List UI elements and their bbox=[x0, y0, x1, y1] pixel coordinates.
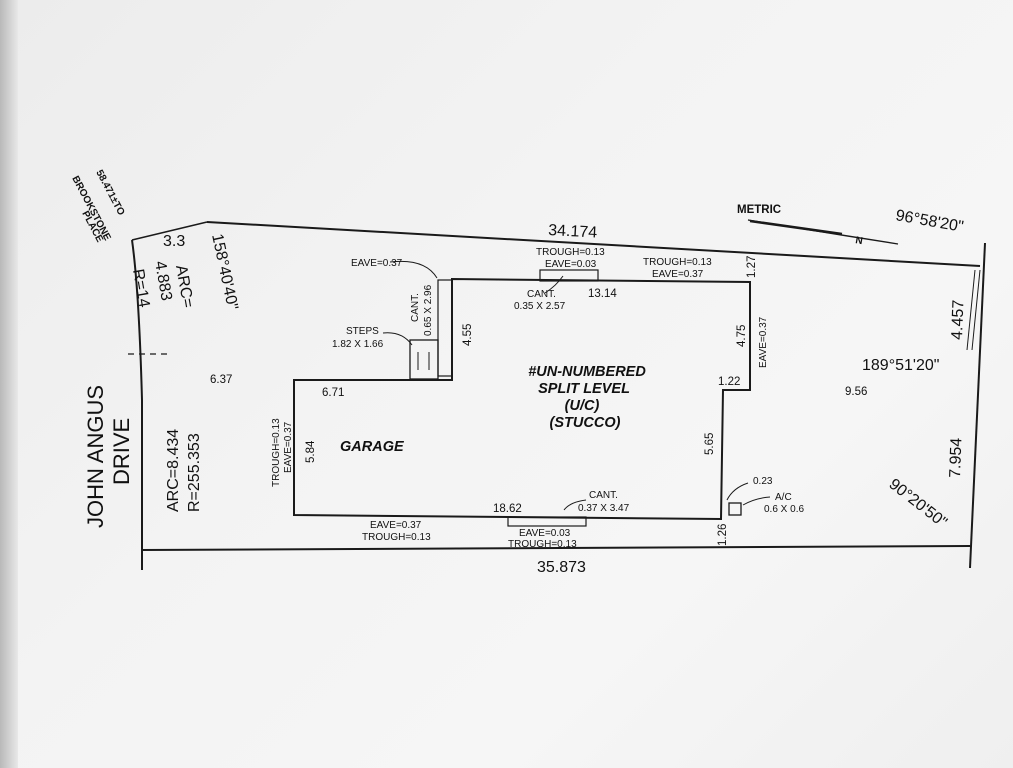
house-dim-step-top: 6.71 bbox=[322, 387, 344, 399]
right-top-dimension: 4.457 bbox=[949, 299, 967, 340]
angle-top-left: 158°40'40" bbox=[208, 232, 241, 311]
leader-cant-bottom bbox=[563, 499, 587, 511]
trough-left-note: TROUGH=0.13 bbox=[271, 418, 282, 487]
leader-steps bbox=[382, 332, 413, 346]
radius-upper: R=14 bbox=[129, 268, 152, 309]
paper-edge bbox=[0, 0, 18, 768]
ac-size: 0.6 X 0.6 bbox=[764, 504, 804, 515]
lot-line-corner-cut bbox=[131, 221, 208, 241]
house-title-line4: (STUCCO) bbox=[550, 415, 621, 431]
angle-right-mid: 189°51'20" bbox=[862, 357, 939, 374]
lot-line-road-curve bbox=[131, 239, 143, 570]
arc-upper-value: 4.883 bbox=[151, 260, 175, 302]
rear-setback-dim: 1.26 bbox=[717, 524, 729, 546]
leader-ac bbox=[742, 496, 771, 506]
cant-left-size: 0.65 X 2.96 bbox=[423, 284, 434, 336]
leader-cant-top bbox=[544, 275, 564, 294]
right-bottom-dimension: 7.954 bbox=[947, 437, 965, 478]
trough-bottom-small-note: TROUGH=0.13 bbox=[508, 539, 577, 550]
radius-lower: R=255.353 bbox=[186, 433, 203, 512]
leaders bbox=[382, 260, 771, 511]
steps-box bbox=[409, 339, 439, 380]
steps-size: 1.82 X 1.66 bbox=[332, 339, 384, 350]
cant-bottom-box bbox=[507, 516, 587, 527]
house-footprint bbox=[293, 269, 751, 527]
north-arrow: N METRIC bbox=[737, 204, 899, 247]
arc-upper-label: ARC= bbox=[172, 264, 196, 309]
eave-top-small-note: EAVE=0.03 bbox=[545, 259, 597, 270]
front-dimension: 34.174 bbox=[548, 222, 598, 242]
lot-line-right-shade bbox=[966, 269, 976, 351]
north-arrow-shaft bbox=[749, 219, 843, 236]
cant-top-box bbox=[539, 269, 599, 282]
house-outline bbox=[293, 277, 751, 521]
steps-label: STEPS bbox=[346, 326, 379, 337]
ac-label: A/C bbox=[775, 492, 792, 503]
house-title-line3: (U/C) bbox=[565, 398, 600, 414]
angle-top-right: 96°58'20" bbox=[894, 207, 964, 236]
eave-left-note: EAVE=0.37 bbox=[283, 421, 294, 473]
lot-boundary bbox=[128, 221, 986, 570]
eave-right-note: EAVE=0.37 bbox=[758, 316, 769, 368]
front-setback-dim: 1.27 bbox=[746, 256, 758, 278]
trough-top-note: TROUGH=0.13 bbox=[536, 247, 605, 258]
corner-dimension: 3.3 bbox=[163, 233, 185, 250]
north-arrow-n: N bbox=[854, 235, 863, 247]
cant-left-box bbox=[437, 279, 453, 377]
house-title-line1: #UN-NUMBERED bbox=[528, 364, 646, 380]
ac-offset-dim: 0.23 bbox=[753, 476, 773, 487]
cant-bottom-size: 0.37 X 3.47 bbox=[578, 503, 630, 514]
cant-bottom-label: CANT. bbox=[589, 490, 618, 501]
rear-dimension: 35.873 bbox=[537, 559, 586, 576]
house-title-line2: SPLIT LEVEL bbox=[538, 381, 630, 397]
house-dim-right-jog: 1.22 bbox=[718, 376, 740, 388]
lot-line-rear bbox=[141, 545, 971, 551]
trough-bottom-left-note: TROUGH=0.13 bbox=[362, 532, 431, 543]
cant-left-label: CANT. bbox=[410, 293, 421, 322]
house-dim-bottom: 18.62 bbox=[493, 503, 522, 515]
road-name-line1: JOHN ANGUS bbox=[83, 385, 108, 528]
house-dim-left: 5.84 bbox=[305, 440, 317, 463]
leader-eave-top-left bbox=[389, 260, 438, 279]
arc-lower: ARC=8.434 bbox=[165, 429, 182, 512]
garage-label: GARAGE bbox=[340, 439, 405, 455]
road-name-line2: DRIVE bbox=[109, 418, 134, 485]
house-dim-step-side: 4.55 bbox=[462, 324, 474, 346]
eave-bottom-left-note: EAVE=0.37 bbox=[370, 520, 422, 531]
angle-bottom-right: 90°20'50" bbox=[886, 476, 950, 532]
metric-label: METRIC bbox=[737, 204, 781, 216]
ac-unit-box bbox=[728, 502, 742, 516]
left-side-setback: 6.37 bbox=[210, 374, 232, 386]
house-dim-top: 13.14 bbox=[588, 288, 617, 300]
trough-top-right-note: TROUGH=0.13 bbox=[643, 257, 712, 268]
leader-ac-offset bbox=[726, 482, 749, 501]
eave-top-left-note: EAVE=0.37 bbox=[351, 258, 403, 269]
right-setback: 9.56 bbox=[845, 386, 867, 398]
lot-line-right bbox=[969, 242, 986, 569]
house-dim-right-upper: 4.75 bbox=[736, 325, 748, 347]
eave-top-right-note: EAVE=0.37 bbox=[652, 269, 704, 280]
lot-line-front bbox=[206, 221, 981, 267]
house-dim-right-lower: 5.65 bbox=[704, 433, 716, 455]
eave-bottom-small-note: EAVE=0.03 bbox=[519, 528, 571, 539]
cant-top-label: CANT. bbox=[527, 289, 556, 300]
lot-line-right-shade2 bbox=[971, 269, 981, 351]
cant-top-size: 0.35 X 2.57 bbox=[514, 301, 566, 312]
